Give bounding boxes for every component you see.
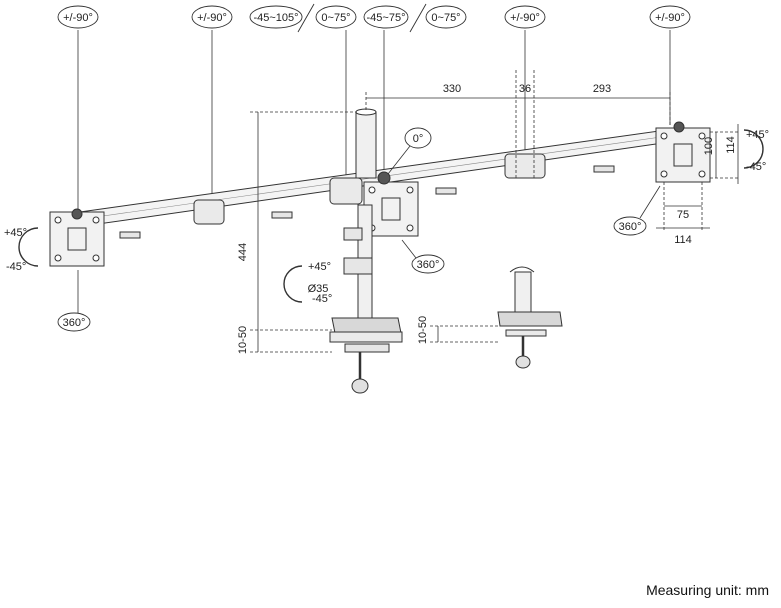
- vesa-plate-left: [49, 208, 105, 267]
- angle-text: 0°: [413, 133, 424, 145]
- dimension-444: 444: [237, 243, 249, 261]
- angle-label-tilt-2: +/-90°: [191, 5, 233, 29]
- swivel-arc-left: [18, 227, 39, 267]
- dimension-lines-vertical: [250, 111, 500, 353]
- dimension-10-50-alt: 10-50: [417, 316, 429, 344]
- rotation-label-left: 360°: [57, 312, 91, 332]
- swivel-pole-up: +45°: [308, 261, 331, 273]
- dimension-10-50-main: 10-50: [237, 326, 249, 354]
- vesa-100: 100: [703, 137, 715, 155]
- measuring-unit-note: Measuring unit: mm: [646, 582, 769, 598]
- pole-diameter: Ø35: [308, 283, 329, 295]
- angle-text: -45~105°: [253, 12, 298, 24]
- angle-label-arm-right-fold: 0~75°: [425, 5, 467, 29]
- angle-label-arm-left-fold: 0~75°: [315, 5, 357, 29]
- angle-label-tilt-right: +/-90°: [649, 5, 691, 29]
- angle-text: +/-90°: [63, 12, 93, 24]
- angle-text: +/-90°: [655, 12, 685, 24]
- angle-label-arm-left-rotation: -45~105°: [249, 5, 303, 29]
- desk-clamp-main: [329, 317, 403, 394]
- angle-label-tilt-left: +/-90°: [57, 5, 99, 29]
- dimension-330: 330: [443, 83, 461, 95]
- vesa-plate-center: [363, 171, 419, 237]
- swivel-pole-down: -45°: [312, 293, 332, 305]
- rotation-label-right: 360°: [613, 185, 661, 236]
- leader-lines: [77, 30, 671, 318]
- dimension-293: 293: [593, 83, 611, 95]
- angle-text: +/-90°: [197, 12, 227, 24]
- swivel-right-up: +45°: [746, 129, 769, 141]
- angle-text: 360°: [417, 259, 440, 271]
- angle-label-arm-right-rotation: -45~75°: [363, 5, 409, 29]
- vesa-114-horizontal: 114: [674, 234, 692, 246]
- angle-label-tilt-3: +/-90°: [504, 5, 546, 29]
- swivel-arc-pole: [283, 265, 303, 303]
- swivel-right-down: -45°: [746, 161, 766, 173]
- swivel-left-up: +45°: [4, 227, 27, 239]
- vesa-plate-right: [655, 121, 711, 183]
- angle-text: +/-90°: [510, 12, 540, 24]
- vesa-75: 75: [677, 209, 689, 221]
- separator-slash: [409, 3, 427, 33]
- swivel-arc-right: [743, 129, 764, 169]
- rotation-label-center: 360°: [401, 239, 445, 274]
- angle-text: 0~75°: [431, 12, 460, 24]
- vesa-dimension-lines: [656, 124, 740, 232]
- angle-text: -45~75°: [367, 12, 406, 24]
- dimension-36: 36: [519, 83, 531, 95]
- grommet-clamp-alt: [497, 266, 563, 369]
- dimension-lines-top: [365, 70, 671, 180]
- rotation-label-center-zero: 0°: [387, 127, 432, 175]
- angle-text: 360°: [619, 221, 642, 233]
- swivel-left-down: -45°: [6, 261, 26, 273]
- angle-text: 0~75°: [321, 12, 350, 24]
- vesa-114-vertical: 114: [725, 136, 737, 154]
- separator-slash: [297, 3, 315, 33]
- angle-text: 360°: [63, 317, 86, 329]
- main-pole: [343, 108, 377, 321]
